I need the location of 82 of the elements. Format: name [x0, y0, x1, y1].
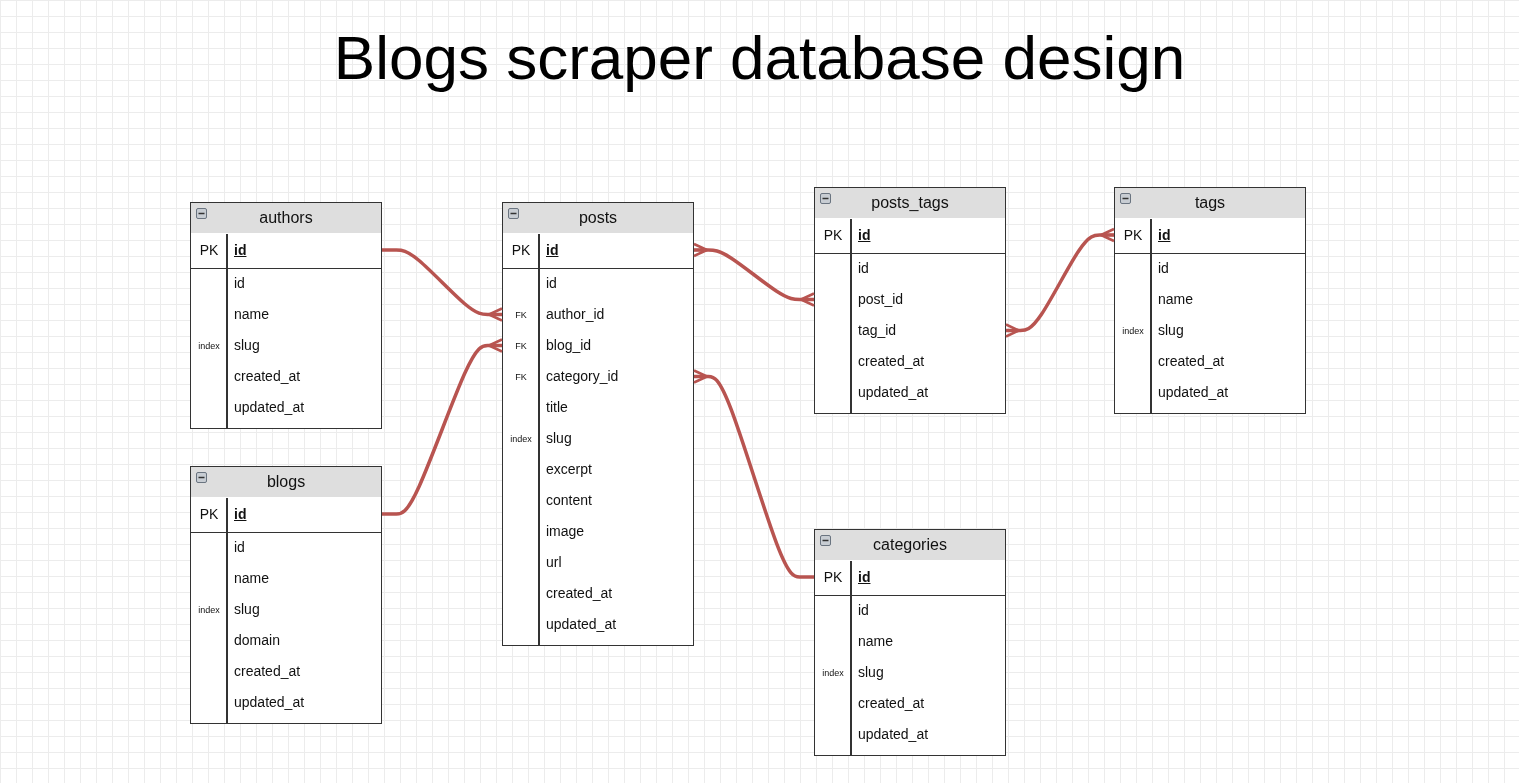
- column-name: slug: [234, 601, 260, 617]
- relationship-line: [382, 338, 504, 516]
- key-label: PK: [198, 242, 220, 259]
- column-name: created_at: [234, 368, 301, 384]
- key-label: FK: [514, 340, 528, 351]
- primary-key-row: [191, 496, 381, 533]
- column-name: name: [858, 633, 894, 649]
- column-name: id: [858, 568, 871, 585]
- table: [814, 529, 1006, 756]
- column-name: id: [546, 241, 559, 258]
- column-name: title: [546, 399, 568, 415]
- column-name: post_id: [858, 291, 904, 307]
- table: [1114, 187, 1306, 414]
- column-name: updated_at: [234, 694, 305, 710]
- column-name: name: [234, 306, 270, 322]
- column-name: slug: [234, 337, 260, 353]
- column-name: created_at: [858, 353, 925, 369]
- column-name: content: [546, 492, 592, 508]
- column-name: blog_id: [546, 337, 592, 353]
- column-name: id: [234, 539, 245, 555]
- column-name: updated_at: [546, 616, 617, 632]
- key-label: index: [821, 667, 845, 678]
- key-label: PK: [822, 569, 844, 586]
- column-name: name: [1158, 291, 1194, 307]
- column-name: category_id: [546, 368, 619, 384]
- table: [814, 187, 1006, 414]
- key-label: PK: [510, 242, 532, 259]
- relationship-line: [692, 369, 814, 579]
- column-name: created_at: [858, 695, 925, 711]
- primary-key-row: [815, 559, 1005, 596]
- table-name: authors: [259, 209, 313, 227]
- column-name: id: [234, 505, 247, 522]
- column-name: slug: [858, 664, 884, 680]
- key-label: PK: [198, 506, 220, 523]
- column-name: id: [858, 602, 869, 618]
- column-name: name: [234, 570, 270, 586]
- table-name: posts: [578, 209, 618, 227]
- primary-key-row: [191, 232, 381, 269]
- column-name: id: [234, 275, 245, 291]
- column-name: id: [1158, 260, 1169, 276]
- column-name: id: [234, 241, 247, 258]
- table: [502, 202, 694, 646]
- key-label: index: [509, 433, 533, 444]
- key-label: FK: [514, 371, 528, 382]
- column-name: id: [1158, 226, 1171, 243]
- column-name: author_id: [546, 306, 605, 322]
- column-name: created_at: [546, 585, 613, 601]
- relationship-line: [382, 248, 504, 322]
- column-name: url: [546, 554, 562, 570]
- table-name: tags: [1194, 194, 1226, 212]
- relationship-line: [692, 242, 816, 307]
- table-name: posts_tags: [871, 194, 949, 212]
- column-name: image: [546, 523, 585, 539]
- column-name: updated_at: [1158, 384, 1229, 400]
- column-name: id: [858, 260, 869, 276]
- key-label: index: [197, 340, 221, 351]
- column-name: updated_at: [858, 726, 929, 742]
- column-name: created_at: [234, 663, 301, 679]
- key-label: index: [197, 604, 221, 615]
- key-label: FK: [514, 309, 528, 320]
- key-label: PK: [1122, 227, 1144, 244]
- table-name: blogs: [266, 473, 306, 491]
- column-name: updated_at: [234, 399, 305, 415]
- column-name: domain: [234, 632, 280, 648]
- key-label: index: [1121, 325, 1145, 336]
- relationship-line: [1004, 227, 1116, 338]
- table: [190, 466, 382, 724]
- primary-key-row: [815, 217, 1005, 254]
- primary-key-row: [503, 232, 693, 269]
- primary-key-row: [1115, 217, 1305, 254]
- column-name: slug: [546, 430, 572, 446]
- column-name: slug: [1158, 322, 1184, 338]
- column-name: excerpt: [546, 461, 592, 477]
- column-name: created_at: [1158, 353, 1225, 369]
- column-name: id: [546, 275, 557, 291]
- table-name: categories: [873, 536, 947, 554]
- column-name: tag_id: [858, 322, 897, 338]
- key-label: PK: [822, 227, 844, 244]
- diagram-title: Blogs scraper database design: [332, 22, 1187, 93]
- column-name: id: [858, 226, 871, 243]
- table: [190, 202, 382, 429]
- column-name: updated_at: [858, 384, 929, 400]
